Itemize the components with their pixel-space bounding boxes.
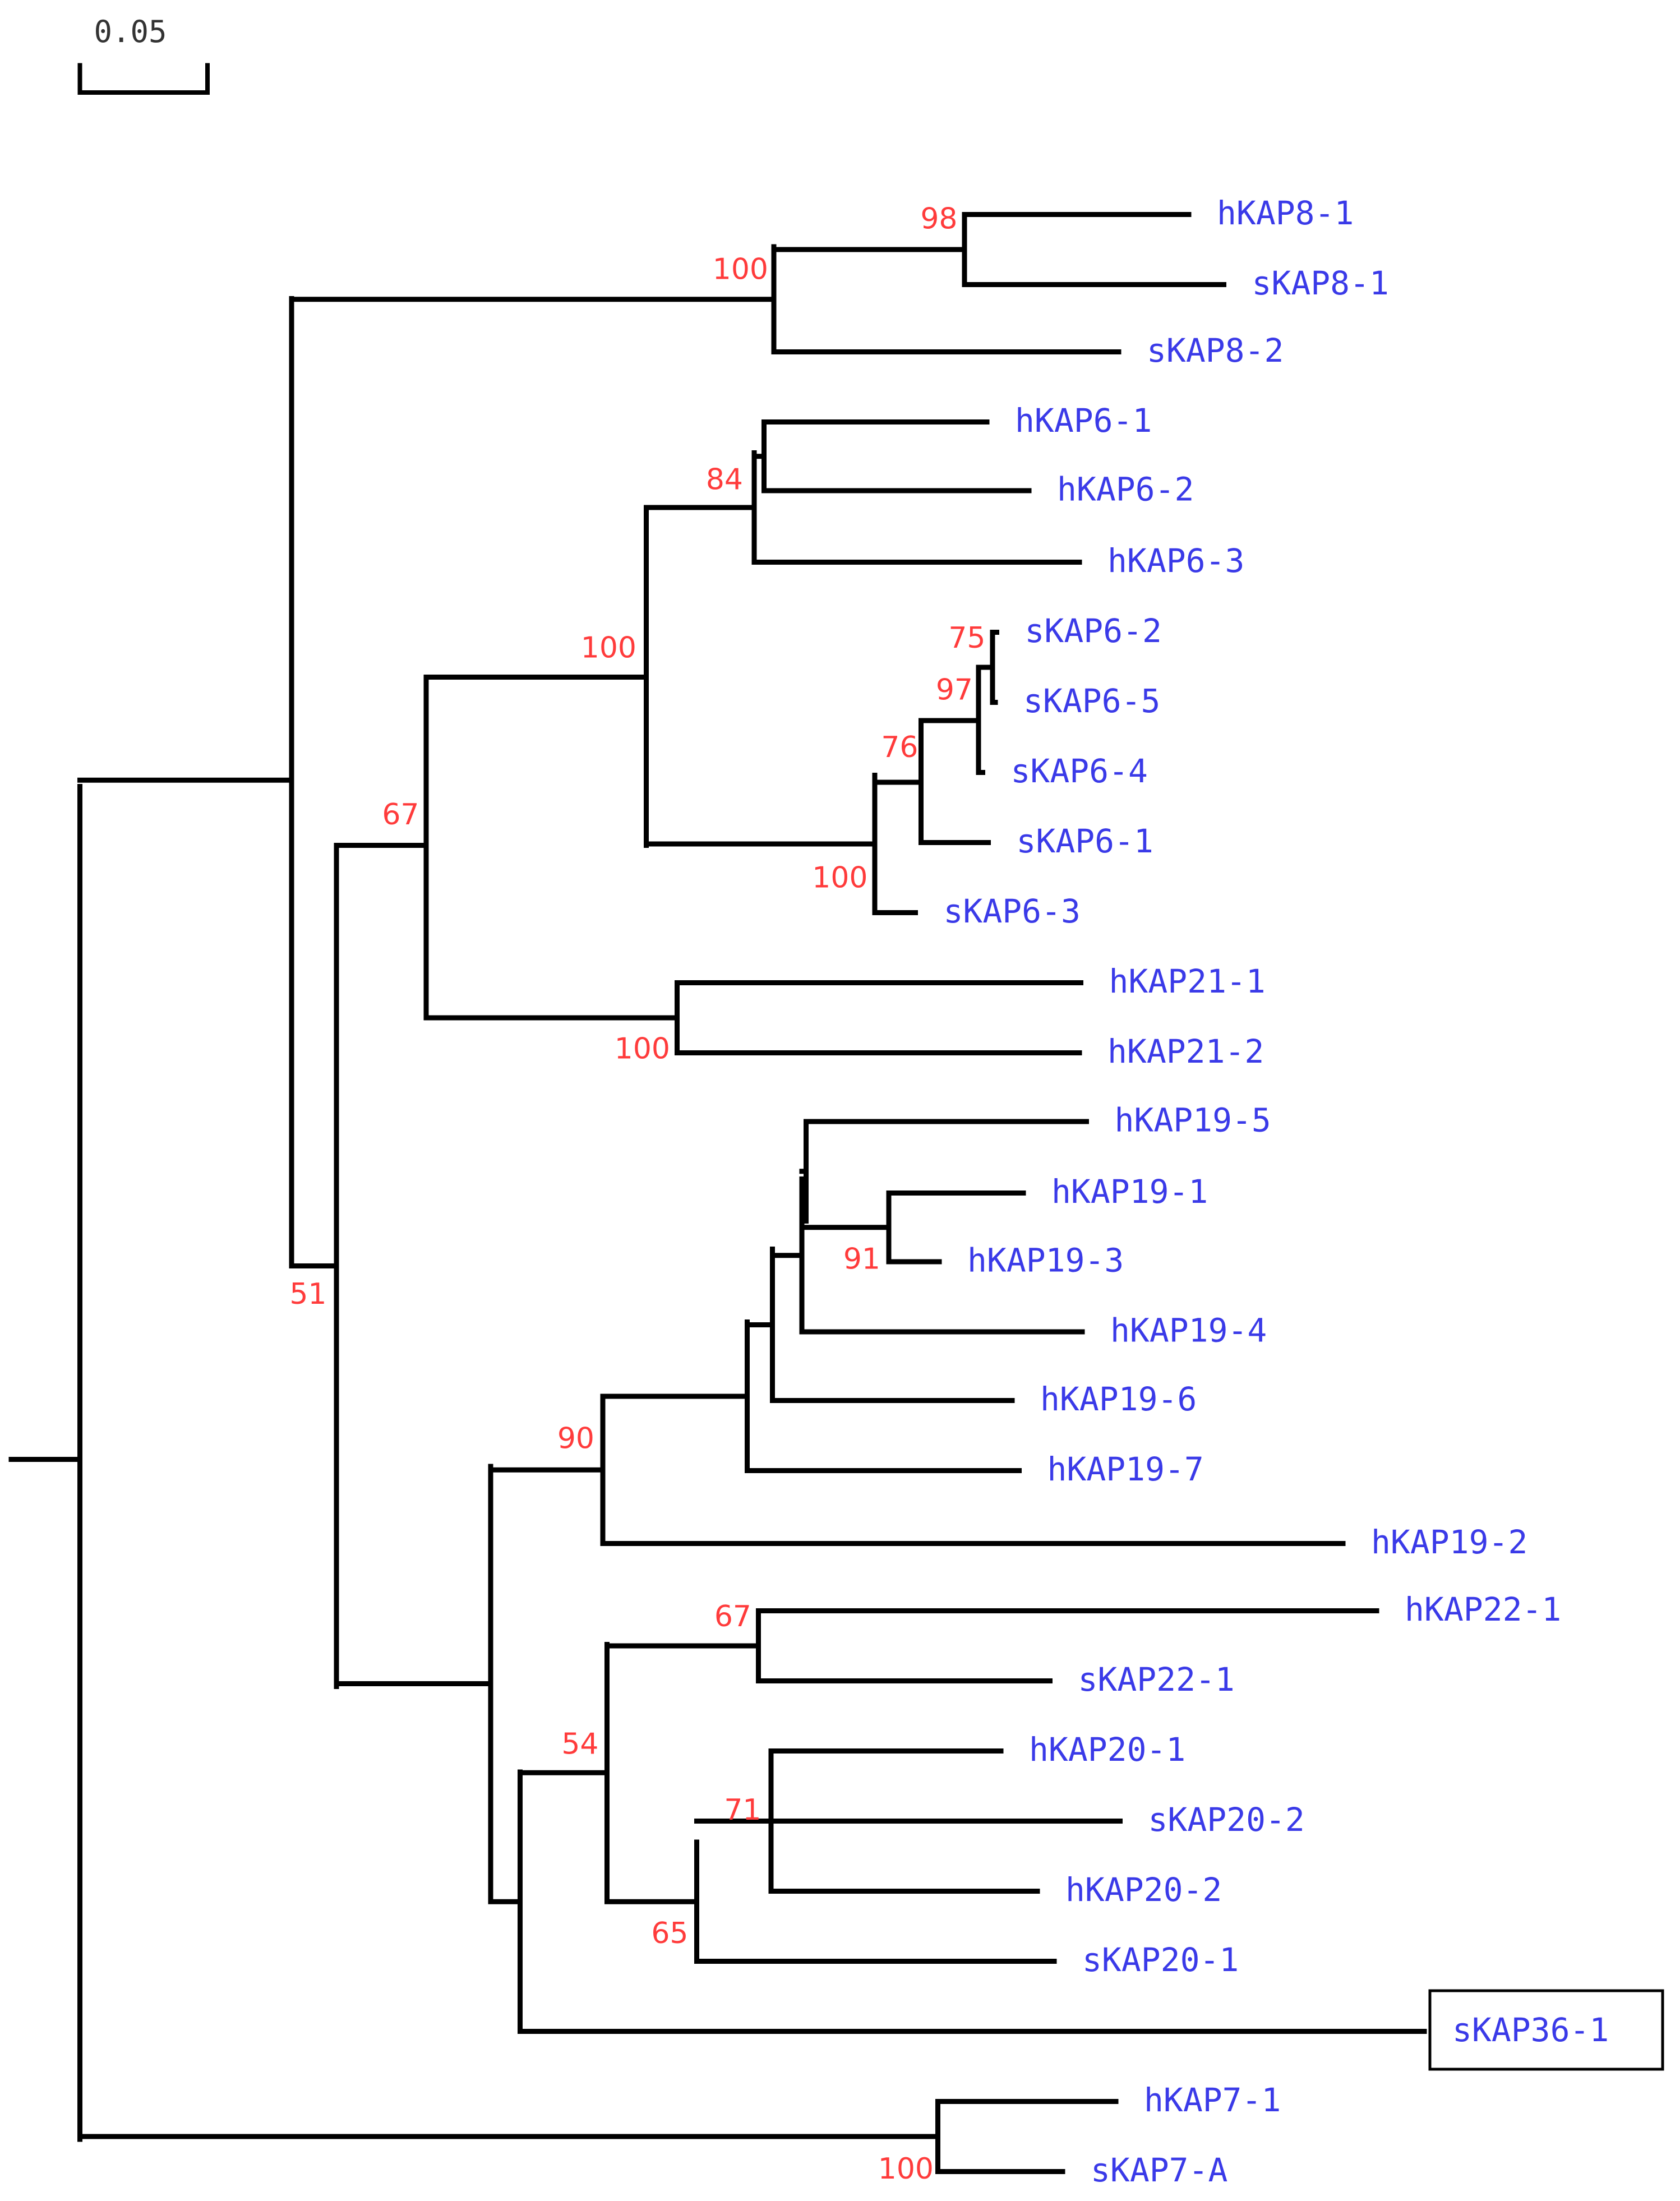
- leaf-label-hKAP7-1: hKAP7-1: [1144, 2081, 1281, 2119]
- support-value-n_kap7: 100: [878, 2152, 934, 2186]
- leaf-label-sKAP20-2: sKAP20-2: [1148, 1801, 1305, 1839]
- leaf-label-hKAP21-2: hKAP21-2: [1107, 1032, 1264, 1070]
- leaf-label-hKAP19-3: hKAP19-3: [967, 1242, 1124, 1280]
- leaf-label-hKAP21-1: hKAP21-1: [1109, 962, 1266, 1000]
- leaf-label-sKAP8-2: sKAP8-2: [1147, 331, 1284, 370]
- support-value-n_skap6: 100: [812, 861, 867, 895]
- scale-bar: 0.05: [77, 14, 210, 95]
- leaf-label-sKAP6-5: sKAP6-5: [1023, 682, 1160, 720]
- support-value-n_kap22: 67: [714, 1600, 751, 1634]
- support-value-n_kap19: 90: [557, 1422, 594, 1456]
- leaf-label-hKAP19-6: hKAP19-6: [1040, 1380, 1197, 1418]
- leaf-label-hKAP20-2: hKAP20-2: [1065, 1871, 1222, 1909]
- support-value-n_kap20_h1s2h2: 71: [724, 1793, 761, 1827]
- leaf-label-sKAP36-1: sKAP36-1: [1452, 2011, 1609, 2049]
- leaf-label-hKAP8-1: hKAP8-1: [1217, 194, 1354, 232]
- tree-branches: [8, 212, 1427, 2174]
- leaf-label-hKAP19-4: hKAP19-4: [1110, 1312, 1267, 1350]
- support-value-n_hkap6: 84: [706, 463, 743, 497]
- support-value-n_kap8: 100: [713, 253, 768, 287]
- support-value-n_s62_s65: 75: [948, 621, 985, 655]
- support-value-n_inner: 51: [289, 1277, 326, 1311]
- scale-bar-label: 0.05: [94, 14, 167, 49]
- leaf-label-sKAP8-1: sKAP8-1: [1252, 264, 1389, 302]
- leaf-label-sKAP22-1: sKAP22-1: [1078, 1660, 1235, 1699]
- support-value-n_s62_s64: 97: [936, 673, 973, 707]
- leaf-label-sKAP20-1: sKAP20-1: [1082, 1941, 1239, 1979]
- leaf-label-sKAP6-4: sKAP6-4: [1011, 752, 1148, 790]
- leaf-label-hKAP20-1: hKAP20-1: [1029, 1731, 1185, 1769]
- support-value-n_kap21: 100: [615, 1032, 670, 1066]
- support-value-n_kap6_21: 67: [382, 798, 419, 832]
- support-value-n_kap6: 100: [581, 631, 636, 665]
- support-value-n_kap20_22: 54: [561, 1728, 598, 1761]
- leaf-label-hKAP19-5: hKAP19-5: [1115, 1101, 1271, 1139]
- leaf-label-hKAP22-1: hKAP22-1: [1405, 1590, 1561, 1628]
- leaf-label-hKAP19-1: hKAP19-1: [1051, 1173, 1208, 1211]
- support-value-n_kap8_h1s1: 98: [920, 202, 957, 236]
- highlight-box-sKAP36-1: [1428, 1989, 1664, 2071]
- leaf-label-hKAP19-2: hKAP19-2: [1371, 1523, 1527, 1561]
- support-value-n_kap20: 65: [651, 1917, 688, 1950]
- leaf-label-sKAP6-3: sKAP6-3: [944, 892, 1081, 930]
- leaf-label-sKAP6-1: sKAP6-1: [1017, 822, 1153, 860]
- leaf-label-hKAP6-2: hKAP6-2: [1057, 470, 1194, 509]
- scale-bar-line: [77, 63, 210, 95]
- leaf-label-hKAP6-1: hKAP6-1: [1015, 402, 1152, 440]
- support-value-n_s62_s61: 76: [881, 731, 918, 764]
- leaf-label-sKAP7-A: sKAP7-A: [1091, 2151, 1227, 2189]
- support-values: 98 100 84 100 75 97 76 100 67 100 91 90 67 54 71 65 51 10…: [289, 202, 985, 2186]
- leaf-label-hKAP6-3: hKAP6-3: [1107, 542, 1244, 580]
- support-value-n_h191_h193: 91: [843, 1243, 880, 1276]
- leaf-label-sKAP6-2: sKAP6-2: [1025, 612, 1162, 650]
- leaf-label-hKAP19-7: hKAP19-7: [1047, 1450, 1204, 1488]
- leaf-labels: hKAP8-1 sKAP8-1 sKAP8-2 hKAP6-1 hKAP6-2 hKAP6…: [944, 194, 1664, 2189]
